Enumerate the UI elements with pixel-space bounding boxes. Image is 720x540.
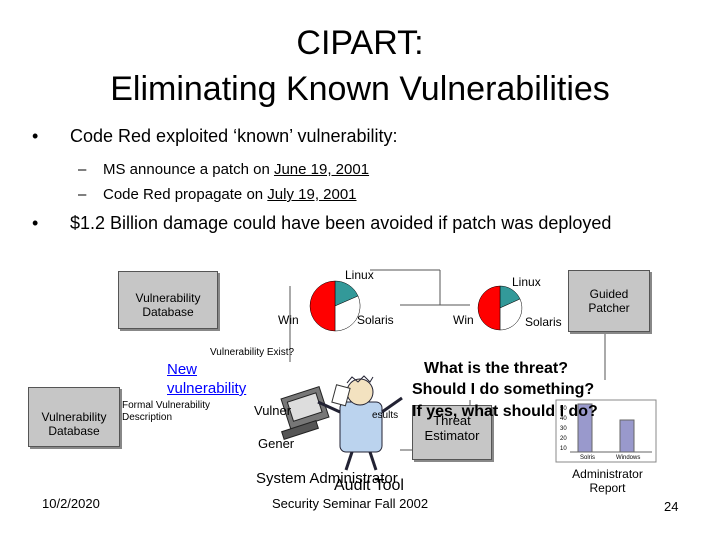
- bullet-code-red: Code Red exploited ‘known’ vulnerability…: [70, 126, 398, 146]
- pie2-solaris-label: Solaris: [525, 315, 562, 329]
- date-june: June 19, 2001: [273, 161, 370, 178]
- results-label: esults: [372, 410, 399, 421]
- pie-chart-2: [477, 285, 523, 331]
- dash-marker-2: –: [78, 186, 87, 203]
- footer-seminar: Security Seminar Fall 2002: [272, 496, 429, 511]
- pie2-linux-label: Linux: [512, 275, 541, 289]
- audit-tool-label: Audit Tool: [334, 477, 404, 494]
- footer-date: 10/2/2020: [42, 496, 100, 511]
- vulnerability-exist-label: Vulnerability Exist?: [210, 347, 295, 358]
- date-july: July 19, 2001: [267, 186, 357, 203]
- svg-text:30: 30: [560, 426, 567, 432]
- new-vulnerability-link[interactable]: New vulnerability: [167, 361, 247, 397]
- vulnerability-database-left: Vulnerability Database: [28, 387, 120, 447]
- pie1-win-label: Win: [278, 313, 299, 327]
- vulnerability-generator-label-bottom: Gener: [258, 436, 295, 451]
- computer-icon: [280, 385, 330, 440]
- svg-text:50: 50: [560, 406, 567, 412]
- administrator-report-label: Administrator Report: [572, 467, 643, 495]
- bullet-marker-2: •: [32, 213, 39, 233]
- sub-bullet-patch: MS announce a patch on June 19, 2001: [103, 161, 370, 178]
- report-solaris-label: Solris: [580, 455, 596, 461]
- pie2-win-label: Win: [453, 313, 474, 327]
- pie2-solaris-slice: [499, 298, 523, 331]
- pie1-linux-label: Linux: [345, 268, 374, 282]
- pie1-solaris-slice: [334, 295, 361, 332]
- page-number: 24: [664, 499, 679, 514]
- title-line-1: CIPART:: [296, 24, 424, 62]
- formal-description-label: Formal Vulnerability Description: [122, 400, 210, 423]
- vulnerability-database-top: Vulnerability Database: [118, 271, 218, 329]
- svg-text:10: 10: [560, 446, 567, 452]
- title-line-2: Eliminating Known Vulnerabilities: [110, 70, 610, 108]
- pie-chart-1: [309, 280, 361, 332]
- report-windows-label: Windows: [616, 455, 641, 461]
- question-what-to-do: If yes, what should I do?: [412, 403, 598, 420]
- paper-icon: [331, 384, 351, 407]
- pie1-win-slice: [309, 280, 336, 332]
- vulnerability-generator-label-top: Vulner: [254, 403, 292, 418]
- pie1-solaris-label: Solaris: [357, 313, 394, 327]
- report-chart-icon: 50 40 30 20 10: [555, 399, 657, 463]
- threat-estimator-box: Threat Estimator: [412, 405, 492, 460]
- pie2-win-slice: [477, 285, 501, 331]
- svg-text:20: 20: [560, 436, 567, 442]
- svg-text:40: 40: [560, 416, 567, 422]
- dash-marker-1: –: [78, 161, 87, 178]
- sub-bullet-propagate: Code Red propagate on July 19, 2001: [103, 186, 357, 203]
- administrator-figure-icon: [317, 375, 403, 471]
- system-administrator-label: System Administrator: [256, 470, 398, 487]
- bullet-damage: $1.2 Billion damage could have been avoi…: [70, 213, 612, 233]
- guided-patcher-box: Guided Patcher: [568, 270, 650, 332]
- bullet-marker-1: •: [32, 126, 39, 146]
- question-threat: What is the threat?: [424, 360, 569, 377]
- question-should-act: Should I do something?: [412, 381, 595, 398]
